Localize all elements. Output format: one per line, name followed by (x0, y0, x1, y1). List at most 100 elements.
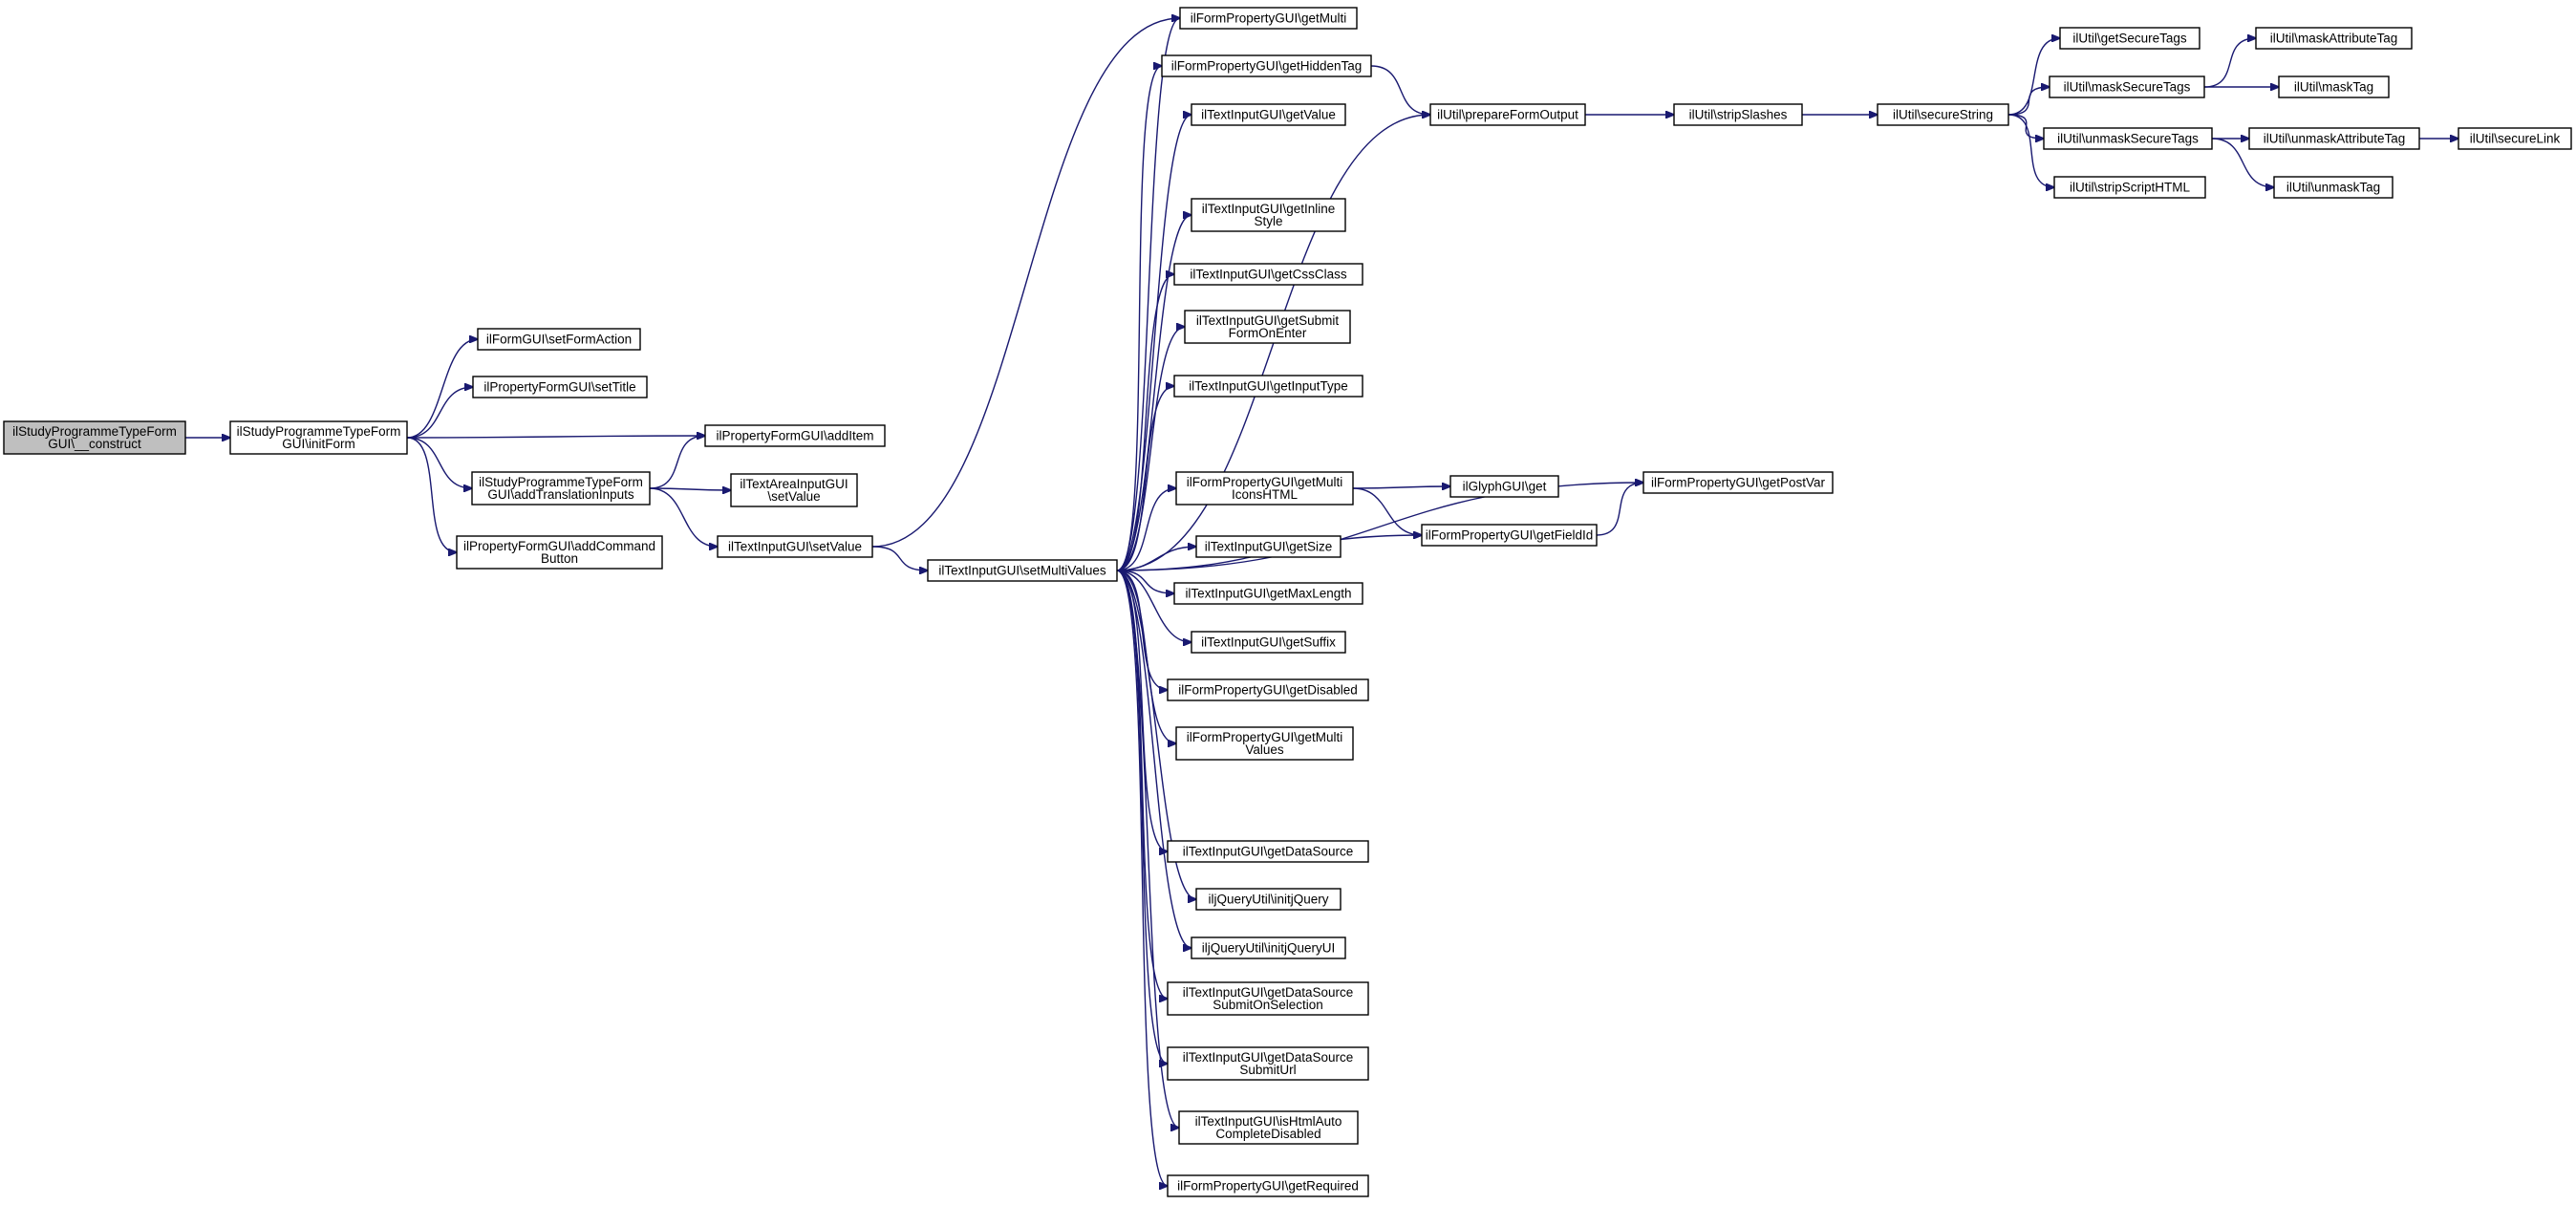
node-get-data-source-submit-on-selection[interactable]: ilTextInputGUI\getDataSourceSubmitOnSele… (1167, 981, 1369, 1016)
node-unmask-tag[interactable]: ilUtil\unmaskTag (2273, 176, 2394, 199)
node-strip-slashes[interactable]: ilUtil\stripSlashes (1673, 103, 1803, 126)
edge-path (406, 387, 473, 439)
edge-path (2203, 38, 2256, 88)
node-get-input-type[interactable]: ilTextInputGUI\getInputType (1173, 375, 1363, 398)
node-mask-secure-tags[interactable]: ilUtil\maskSecureTags (2049, 75, 2205, 98)
edge-get-multi-icons-html-to-glyph-get (1352, 486, 1450, 488)
edge-set-multi-values-to-initj-query (1116, 570, 1196, 899)
edge-path (1370, 65, 1430, 115)
node-get-field-id[interactable]: ilFormPropertyGUI\getFieldId (1421, 524, 1598, 547)
node-initj-query[interactable]: iljQueryUtil\initjQuery (1195, 888, 1342, 911)
node-label: ilTextInputGUI\getSuffix (1201, 635, 1336, 650)
node-set-title[interactable]: ilPropertyFormGUI\setTitle (472, 376, 648, 398)
node-get-secure-tags[interactable]: ilUtil\getSecureTags (2059, 27, 2200, 50)
node-box (2248, 127, 2420, 150)
node-secure-string[interactable]: ilUtil\secureString (1877, 103, 2009, 126)
node-get-size[interactable]: ilTextInputGUI\getSize (1195, 535, 1342, 558)
node-label: ilTextAreaInputGUI (740, 477, 848, 491)
node-box (1184, 310, 1351, 344)
node-box (1173, 375, 1363, 398)
node-box (927, 559, 1118, 582)
node-unmask-attribute-tag[interactable]: ilUtil\unmaskAttributeTag (2248, 127, 2420, 150)
node-box (730, 473, 858, 507)
edge-set-multi-values-to-get-max-length (1116, 570, 1174, 593)
node-unmask-secure-tags[interactable]: ilUtil\unmaskSecureTags (2043, 127, 2213, 150)
edge-mask-secure-tags-to-mask-attribute-tag (2203, 38, 2256, 88)
node-add-item[interactable]: ilPropertyFormGUI\addItem (704, 424, 886, 447)
node-label: ilUtil\prepareFormOutput (1437, 108, 1578, 122)
node-initj-query-ui[interactable]: iljQueryUtil\initjQueryUI (1191, 936, 1346, 959)
node-label: ilFormPropertyGUI\getMulti (1187, 475, 1343, 489)
node-box (1167, 981, 1369, 1016)
edge-set-value-to-set-multi-values (871, 546, 928, 570)
node-mask-tag[interactable]: ilUtil\maskTag (2278, 75, 2390, 98)
node-get-max-length[interactable]: ilTextInputGUI\getMaxLength (1173, 582, 1363, 605)
edge-path (2007, 114, 2054, 187)
node-add-translation-inputs[interactable]: ilStudyProgrammeTypeFormGUI\addTranslati… (471, 471, 651, 506)
node-label: ilTextInputGUI\isHtmlAuto (1195, 1114, 1342, 1129)
node-get-disabled[interactable]: ilFormPropertyGUI\getDisabled (1167, 678, 1369, 701)
node-label: ilPropertyFormGUI\addCommand (463, 539, 655, 553)
node-secure-link[interactable]: ilUtil\secureLink (2458, 127, 2572, 150)
node-box (704, 424, 886, 447)
node-label: iljQueryUtil\initjQuery (1208, 893, 1328, 907)
edge-path (1116, 570, 1191, 948)
node-label: ilUtil\unmaskTag (2286, 181, 2380, 195)
node-set-multi-values[interactable]: ilTextInputGUI\setMultiValues (927, 559, 1118, 582)
node-set-value[interactable]: ilTextInputGUI\setValue (717, 535, 873, 558)
edge-path (1116, 570, 1168, 1186)
node-box (1167, 840, 1369, 863)
edge-path (406, 437, 457, 552)
node-glyph-get[interactable]: ilGlyphGUI\get (1449, 475, 1559, 498)
edge-secure-string-to-mask-secure-tags (2007, 87, 2050, 116)
node-box (2458, 127, 2572, 150)
node-get-hidden-tag[interactable]: ilFormPropertyGUI\getHiddenTag (1161, 54, 1372, 77)
node-box (1191, 631, 1346, 654)
node-box (477, 328, 641, 351)
edge-path (871, 18, 1180, 548)
node-is-html-auto-complete-disabled[interactable]: ilTextInputGUI\isHtmlAutoCompleteDisable… (1178, 1110, 1359, 1145)
edge-secure-string-to-get-secure-tags (2007, 38, 2060, 116)
edge-path (1116, 327, 1185, 571)
node-label: ilFormPropertyGUI\getHiddenTag (1171, 59, 1363, 74)
node-label: ilTextInputGUI\getMaxLength (1185, 587, 1351, 601)
edge-unmask-secure-tags-to-unmask-tag (2211, 138, 2274, 187)
node-label: ilFormPropertyGUI\getRequired (1177, 1179, 1359, 1194)
edge-set-multi-values-to-get-css-class (1116, 274, 1174, 571)
node-box (2278, 75, 2390, 98)
node-get-required[interactable]: ilFormPropertyGUI\getRequired (1167, 1174, 1369, 1197)
edge-path (1116, 570, 1191, 642)
node-get-post-var[interactable]: ilFormPropertyGUI\getPostVar (1642, 471, 1834, 494)
node-get-multi[interactable]: ilFormPropertyGUI\getMulti (1179, 7, 1358, 30)
node-box (2255, 27, 2413, 50)
node-get-value[interactable]: ilTextInputGUI\getValue (1191, 103, 1346, 126)
node-get-css-class[interactable]: ilTextInputGUI\getCssClass (1173, 263, 1363, 286)
node-strip-script-html[interactable]: ilUtil\stripScriptHTML (2053, 176, 2206, 199)
node-get-suffix[interactable]: ilTextInputGUI\getSuffix (1191, 631, 1346, 654)
node-box (2059, 27, 2200, 50)
node-mask-attribute-tag[interactable]: ilUtil\maskAttributeTag (2255, 27, 2413, 50)
edge-path (2007, 38, 2060, 116)
edge-get-hidden-tag-to-prepare-form-output (1370, 65, 1430, 115)
node-label: ilTextInputGUI\getInputType (1189, 379, 1348, 394)
edge-path (1352, 486, 1450, 488)
node-label: ilUtil\maskSecureTags (2064, 80, 2191, 95)
node-text-area-set-value[interactable]: ilTextAreaInputGUI\setValue (730, 473, 858, 507)
node-get-data-source[interactable]: ilTextInputGUI\getDataSource (1167, 840, 1369, 863)
edge-path (1116, 115, 1191, 571)
node-box (1175, 471, 1354, 506)
node-prepare-form-output[interactable]: ilUtil\prepareFormOutput (1429, 103, 1586, 126)
node-label: ilUtil\secureLink (2470, 132, 2561, 146)
node-label: CompleteDisabled (1215, 1127, 1320, 1141)
node-set-form-action[interactable]: ilFormGUI\setFormAction (477, 328, 641, 351)
node-label: FormOnEnter (1229, 326, 1307, 340)
